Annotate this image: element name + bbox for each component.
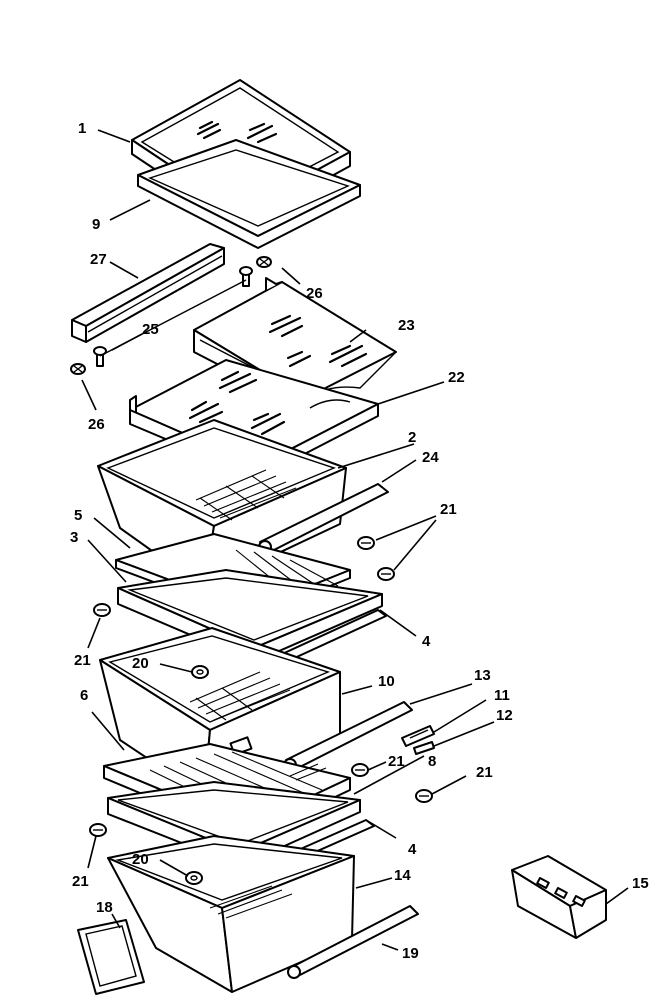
callout-20: 20 <box>132 655 149 672</box>
leader-lines <box>81 129 629 951</box>
callout-14: 14 <box>394 867 411 884</box>
callout-24: 24 <box>422 449 439 466</box>
drawer-trim-19 <box>287 905 419 979</box>
callout-2: 2 <box>408 429 416 446</box>
callout-25: 25 <box>142 321 159 338</box>
control-slide-12 <box>413 741 435 755</box>
callout-9: 9 <box>92 216 100 233</box>
callout-27: 27 <box>90 251 107 268</box>
shelf-trim <box>71 243 225 343</box>
callout-18: 18 <box>96 899 113 916</box>
callout-19: 19 <box>402 945 419 962</box>
callout-23: 23 <box>398 317 415 334</box>
callout-26: 26 <box>88 416 105 433</box>
callout-12: 12 <box>496 707 513 724</box>
egg-bin-15 <box>511 855 607 939</box>
callout-21: 21 <box>74 652 91 669</box>
callout-3: 3 <box>70 529 78 546</box>
callout-22: 22 <box>448 369 465 386</box>
callout-26: 26 <box>306 285 323 302</box>
callout-21: 21 <box>388 753 405 770</box>
humidity-control-11 <box>401 725 435 747</box>
callout-6: 6 <box>80 687 88 704</box>
callout-21: 21 <box>440 501 457 518</box>
callout-1: 1 <box>78 120 86 137</box>
drawer-insert-18 <box>77 919 145 995</box>
callout-8: 8 <box>428 753 436 770</box>
shelf-frame <box>137 139 361 249</box>
callout-4: 4 <box>408 841 417 858</box>
callout-21: 21 <box>476 764 493 781</box>
callout-11: 11 <box>494 687 510 704</box>
callout-labels: 1 9 27 26 25 23 26 22 2 24 5 21 3 4 21 2… <box>70 120 649 962</box>
callout-5: 5 <box>74 507 82 524</box>
glide-21 <box>89 536 433 837</box>
callout-4: 4 <box>422 633 431 650</box>
screw <box>70 256 272 375</box>
callout-13: 13 <box>474 667 491 684</box>
callout-10: 10 <box>378 673 395 690</box>
callout-21: 21 <box>72 873 89 890</box>
callout-20: 20 <box>132 851 149 868</box>
callout-15: 15 <box>632 875 649 892</box>
